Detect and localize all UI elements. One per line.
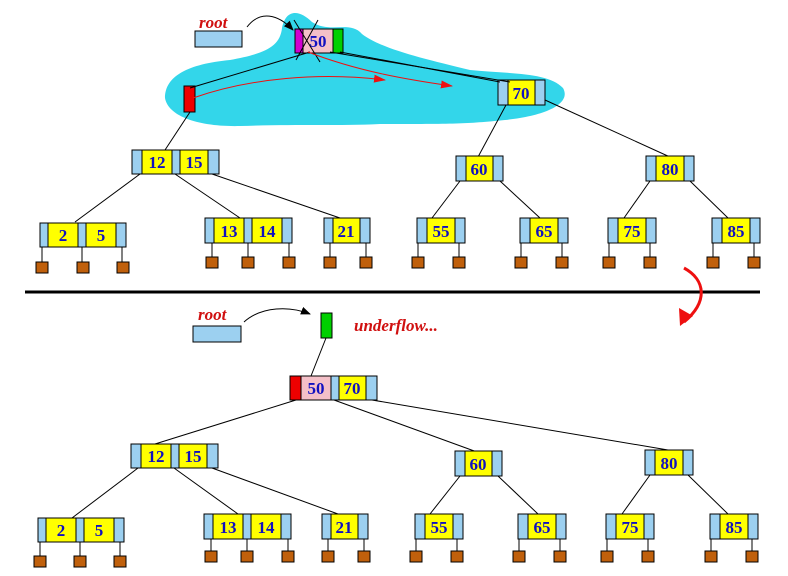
top-leaf-13-14 xyxy=(204,217,296,269)
transition-arrowhead xyxy=(679,308,693,326)
link xyxy=(497,475,539,515)
top-key-5: 5 xyxy=(97,226,106,245)
link xyxy=(154,399,297,445)
link xyxy=(621,474,651,515)
top-node-70-key: 70 xyxy=(513,84,530,103)
bottom-key-50: 50 xyxy=(308,379,325,398)
bottom-root-node xyxy=(289,375,378,401)
bottom-key-55: 55 xyxy=(431,518,448,537)
root-arrow-bottom xyxy=(243,306,311,323)
link xyxy=(371,399,669,451)
root-label-top: root xyxy=(199,13,229,32)
top-key-12: 12 xyxy=(149,153,166,172)
top-leaf-55 xyxy=(411,217,466,269)
link xyxy=(174,173,241,219)
link xyxy=(689,180,729,219)
root-pointer-box-bottom xyxy=(192,325,242,343)
link xyxy=(71,467,139,519)
red-pointer-cell xyxy=(183,85,196,113)
bottom-key-15: 15 xyxy=(185,447,202,466)
bottom-key-75: 75 xyxy=(622,518,639,537)
top-leaf-75 xyxy=(602,217,657,269)
top-key-55: 55 xyxy=(433,222,450,241)
root-arrow-top xyxy=(246,15,294,31)
bottom-key-70: 70 xyxy=(344,379,361,398)
bottom-key-60: 60 xyxy=(470,455,487,474)
top-key-13: 13 xyxy=(221,222,238,241)
top-node-80 xyxy=(645,155,695,182)
top-leaf-65 xyxy=(514,217,569,269)
link xyxy=(431,180,461,219)
top-key-21: 21 xyxy=(338,222,355,241)
red-arrow-2 xyxy=(307,51,453,89)
link xyxy=(477,104,507,158)
link xyxy=(211,467,339,515)
link xyxy=(211,173,341,219)
link xyxy=(429,475,461,515)
bottom-key-13: 13 xyxy=(220,518,237,537)
bottom-key-2: 2 xyxy=(57,521,66,540)
bottom-key-14: 14 xyxy=(258,518,276,537)
top-key-14: 14 xyxy=(259,222,277,241)
top-key-85: 85 xyxy=(728,222,745,241)
bottom-leaf-13-14 xyxy=(203,513,295,563)
bottom-key-5: 5 xyxy=(95,521,104,540)
link xyxy=(623,180,651,219)
top-node-70 xyxy=(497,79,546,106)
underflow-label: underflow... xyxy=(354,316,438,335)
top-key-60: 60 xyxy=(471,160,488,179)
top-leaf-2-5 xyxy=(35,222,130,274)
bottom-leaf-75 xyxy=(600,513,655,563)
link xyxy=(544,99,671,158)
bottom-leaf-55 xyxy=(409,513,464,563)
bottom-key-85: 85 xyxy=(726,518,743,537)
top-key-65: 65 xyxy=(536,222,553,241)
top-key-15: 15 xyxy=(186,153,203,172)
top-node-60 xyxy=(455,155,504,182)
root-label-bottom: root xyxy=(198,305,228,324)
bottom-leaf-85 xyxy=(704,513,759,563)
bottom-leaf-65 xyxy=(512,513,567,563)
red-arrow-1 xyxy=(192,74,386,99)
bottom-node-12-15 xyxy=(130,443,219,469)
link xyxy=(687,474,729,515)
top-key-80: 80 xyxy=(662,160,679,179)
link xyxy=(164,111,191,151)
link xyxy=(499,180,541,219)
link xyxy=(189,51,311,89)
top-leaf-85 xyxy=(706,217,761,269)
strike-line xyxy=(295,19,319,61)
bottom-node-60 xyxy=(454,450,503,477)
top-root-key: 50 xyxy=(310,32,327,51)
bottom-key-21: 21 xyxy=(336,518,353,537)
link xyxy=(339,51,501,83)
bottom-leaf-2-5 xyxy=(33,517,127,568)
root-pointer-box-top xyxy=(194,30,243,48)
bottom-key-12: 12 xyxy=(148,447,165,466)
link xyxy=(310,337,327,377)
link xyxy=(74,173,141,223)
bottom-key-65: 65 xyxy=(534,518,551,537)
green-pointer-cell xyxy=(320,312,333,339)
link xyxy=(173,467,239,515)
bottom-leaf-21 xyxy=(321,513,371,563)
top-leaf-21 xyxy=(323,217,373,269)
top-root-node xyxy=(294,28,344,54)
top-key-2: 2 xyxy=(59,226,68,245)
link xyxy=(333,399,478,453)
bottom-node-80 xyxy=(644,449,694,476)
top-node-12-15 xyxy=(131,149,220,175)
top-key-75: 75 xyxy=(624,222,641,241)
bottom-key-80: 80 xyxy=(661,454,678,473)
